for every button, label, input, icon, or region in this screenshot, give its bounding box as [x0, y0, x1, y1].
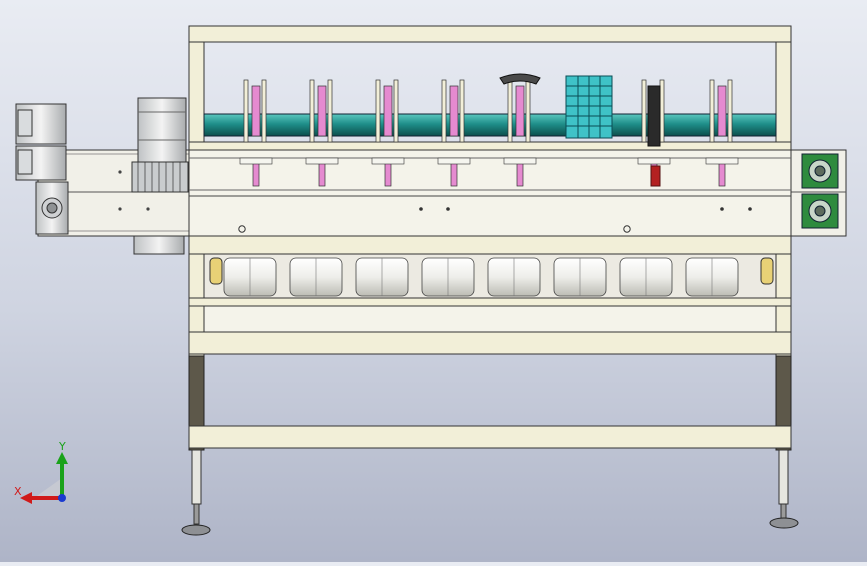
right-foot	[769, 517, 799, 529]
slitter-blade	[305, 79, 339, 187]
lower-beam	[188, 425, 792, 449]
top-beam	[188, 25, 792, 43]
slitter-blade	[705, 79, 739, 187]
main-housing	[188, 149, 792, 237]
slitter-set	[239, 79, 739, 187]
axis-triad[interactable]: Y X	[12, 440, 82, 510]
drive-shaft	[203, 113, 777, 137]
y-axis-label: Y	[58, 440, 66, 453]
slitter-blade	[239, 79, 273, 187]
slitter-blade	[503, 79, 537, 187]
tooling-claw	[499, 73, 541, 85]
roller-set	[223, 257, 739, 297]
motor-base	[133, 235, 185, 255]
drive-motor	[137, 97, 187, 163]
slitter-blade	[437, 79, 471, 187]
tooling-head-blue	[565, 75, 613, 139]
motor-fan-housing	[131, 161, 189, 193]
z-axis-dot	[58, 494, 66, 502]
x-axis-label: X	[14, 485, 22, 498]
right-caster	[760, 257, 774, 285]
tooling-head-dark	[647, 85, 661, 187]
left-conveyor-section	[15, 97, 191, 255]
slitter-blade	[371, 79, 405, 187]
left-caster	[209, 257, 223, 285]
left-foot	[181, 524, 211, 536]
